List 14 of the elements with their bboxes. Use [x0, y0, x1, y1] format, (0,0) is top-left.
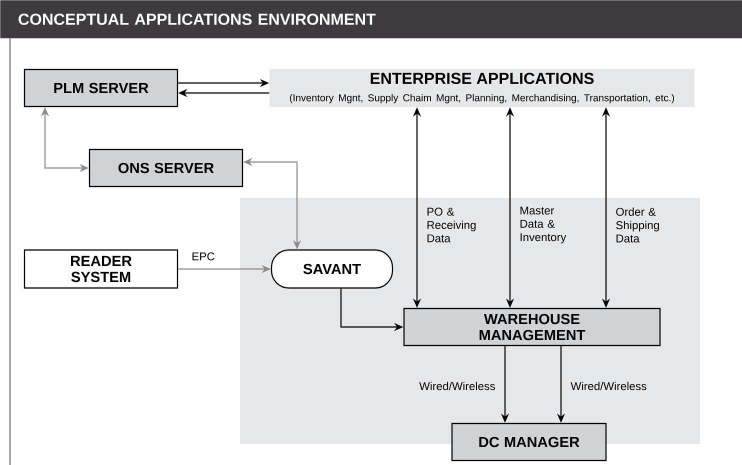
process-box: ONS SERVER	[88, 148, 244, 188]
edge-label: Wired/Wireless	[570, 382, 646, 390]
edge-label: PO & Receiving Data	[428, 208, 476, 242]
edge-label: Wired/Wireless	[419, 382, 495, 390]
process-box: WAREHOUSE MANAGEMENT	[403, 308, 661, 346]
edge-label: Order & Shipping Data	[616, 208, 659, 242]
process-box: READER SYSTEM	[24, 249, 178, 289]
edge-label: EPC	[192, 252, 214, 260]
rounded-box: SAVANT	[270, 249, 394, 289]
process-box: DC MANAGER	[451, 422, 607, 462]
edge-label: Master Data & Inventory	[520, 206, 566, 244]
process-box: PLM SERVER	[24, 68, 178, 108]
title-bar: CONCEPTUAL APPLICATIONS ENVIRONMENT	[0, 0, 742, 38]
application-band: ENTERPRISE APPLICATIONS (Inventory Mgnt, Supply Chaim Mgnt, Planning, Merchandising, Transportation, etc.)	[270, 69, 694, 107]
